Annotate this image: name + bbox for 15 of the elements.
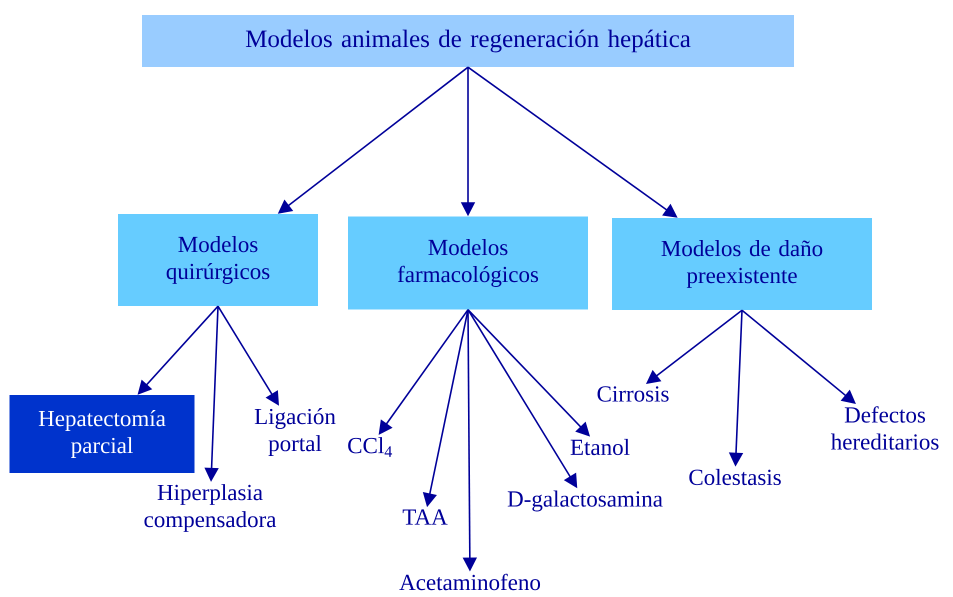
title-box: Modelos animales de regeneración hepática	[142, 15, 794, 67]
item-label: Acetaminofeno	[399, 574, 540, 590]
item-label: Ligación portal	[254, 408, 336, 456]
category-box: Modelos de daño preexistente	[612, 218, 872, 310]
category-box: Modelos farmacológicos	[348, 216, 588, 310]
category-box: Modelos quirúrgicos	[118, 214, 318, 306]
item-label: Etanol	[570, 438, 630, 456]
highlight-box: Hepatectomía parcial	[10, 395, 194, 473]
item-label: CCl$_{4}$	[348, 437, 392, 457]
item-label: Defectos hereditarios	[830, 406, 938, 450]
item-label: D-galactosamina	[508, 490, 663, 512]
item-label: Colestasis	[689, 468, 781, 486]
item-label: Hiperplasia compensadora	[144, 484, 276, 532]
item-label: Cirrosis	[598, 386, 669, 402]
item-label: TAA	[402, 509, 448, 525]
